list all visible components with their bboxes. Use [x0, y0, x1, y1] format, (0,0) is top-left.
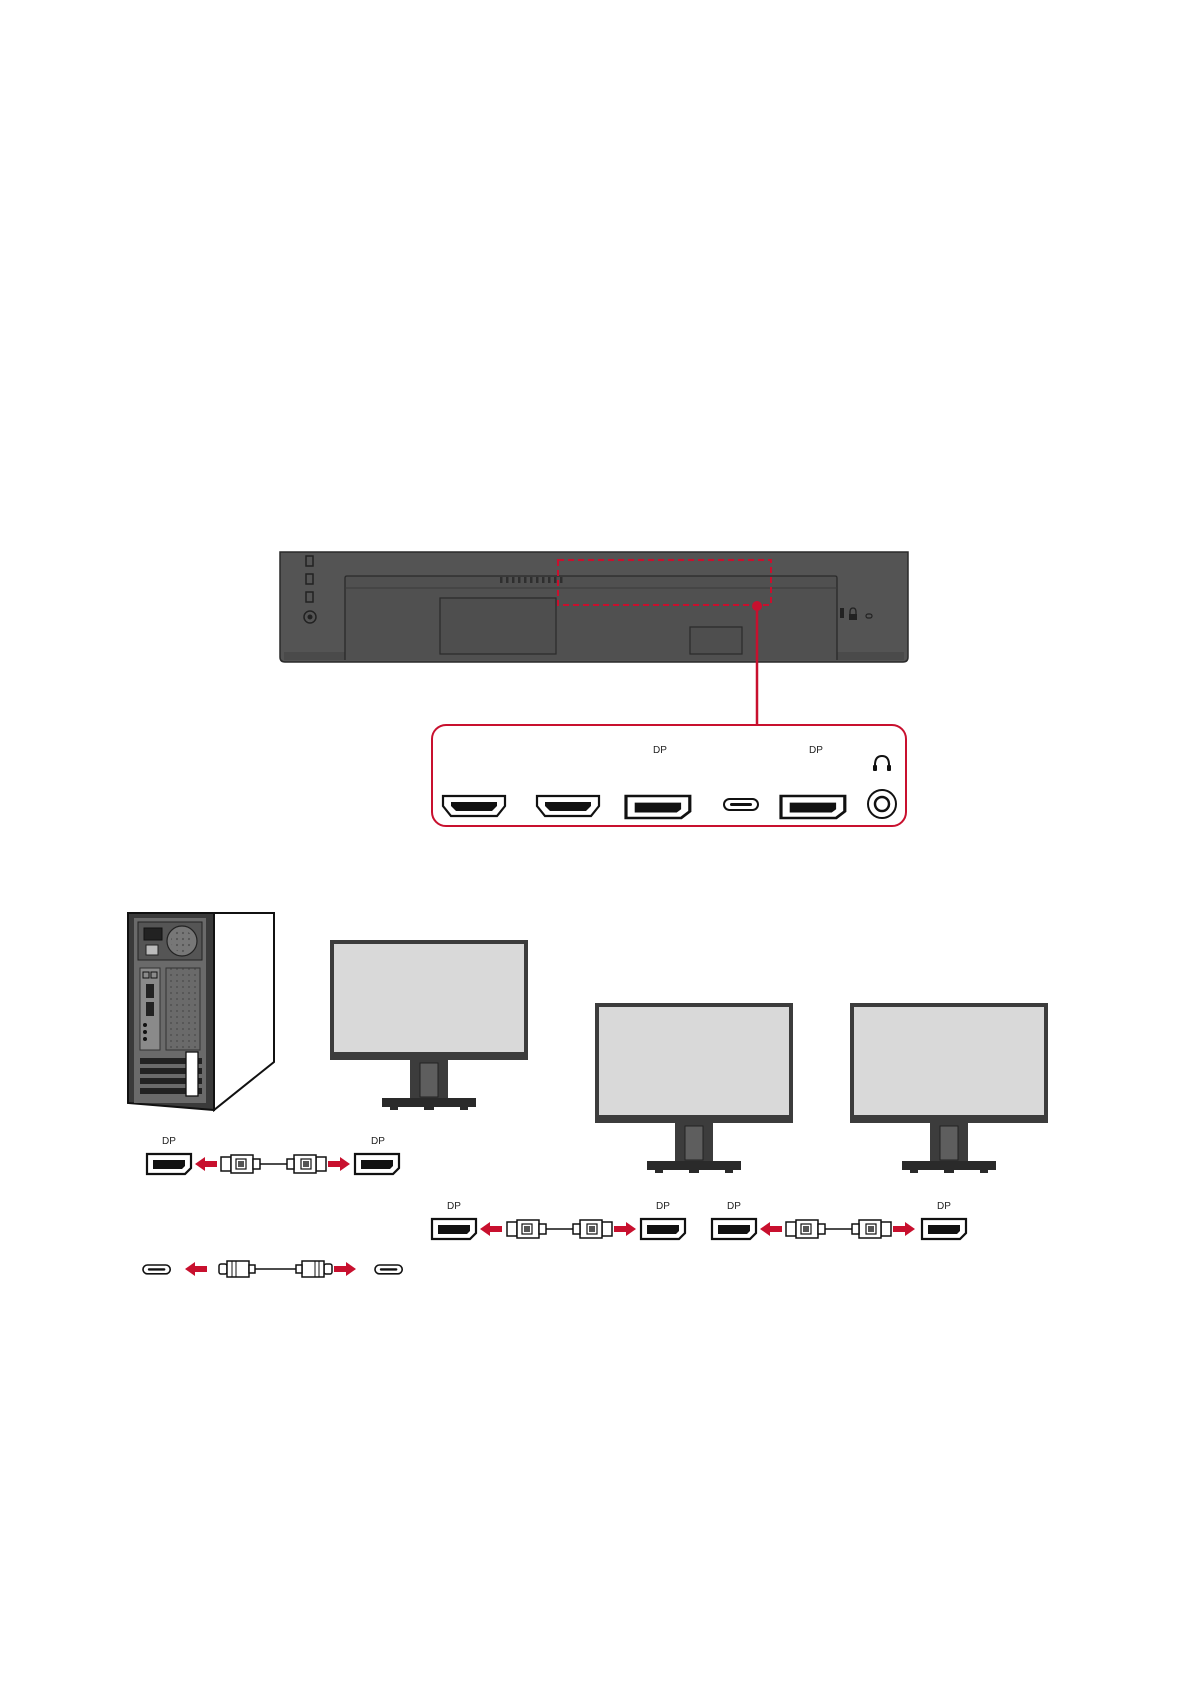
monitor-1-dp-out-label: DP	[447, 1202, 461, 1212]
arrow-right-icon	[614, 1222, 636, 1236]
arrow-left-icon	[185, 1262, 207, 1276]
computer-tower	[128, 913, 274, 1110]
usb-c-plug-right	[296, 1261, 332, 1277]
arrow-right-icon	[334, 1262, 356, 1276]
monitor-dp-in-port	[922, 1219, 966, 1239]
dp-plug-left	[507, 1220, 546, 1238]
pc-dp-port	[147, 1154, 191, 1174]
arrow-left-icon	[480, 1222, 502, 1236]
dp-plug-right	[287, 1155, 326, 1173]
monitor-2	[595, 1003, 793, 1173]
monitor-2-dp-in-label: DP	[656, 1202, 670, 1212]
arrow-left-icon	[760, 1222, 782, 1236]
arrow-right-icon	[328, 1157, 350, 1171]
port-panel-dp-in-label: DP	[653, 746, 667, 756]
usb-c-plug-left	[219, 1261, 255, 1277]
dp-plug-left	[221, 1155, 260, 1173]
displayport-in-port	[626, 796, 690, 818]
dp-plug-right	[852, 1220, 891, 1238]
hdmi-2-port	[537, 796, 599, 816]
usb-c-port	[724, 799, 758, 810]
hdmi-1-port	[443, 796, 505, 816]
monitor-1-dp-label: DP	[371, 1137, 385, 1147]
daisy-chain-connection-1	[432, 1219, 685, 1239]
pc-dp-label: DP	[162, 1137, 176, 1147]
monitor-usb-c-port	[375, 1265, 402, 1274]
displayport-out-port	[781, 796, 845, 818]
dp-plug-left	[786, 1220, 825, 1238]
arrow-left-icon	[195, 1157, 217, 1171]
arrow-right-icon	[893, 1222, 915, 1236]
dp-plug-right	[573, 1220, 612, 1238]
monitor-dp-out-port	[432, 1219, 476, 1239]
monitor-dp-in-port	[355, 1154, 399, 1174]
usb-c-connection	[143, 1261, 402, 1277]
monitor-dp-in-port	[641, 1219, 685, 1239]
callout-dot	[752, 601, 762, 611]
daisy-chain-connection-2	[712, 1219, 966, 1239]
monitor-dp-out-port	[712, 1219, 756, 1239]
monitor-2-dp-out-label: DP	[727, 1202, 741, 1212]
port-panel-dp-out-label: DP	[809, 746, 823, 756]
monitor-3	[850, 1003, 1048, 1173]
port-panel	[432, 725, 906, 826]
monitor-3-dp-in-label: DP	[937, 1202, 951, 1212]
monitor-1	[330, 940, 528, 1110]
pc-usb-c-port	[143, 1265, 170, 1274]
monitor-rear-view	[280, 552, 908, 662]
headphone-jack	[868, 790, 896, 818]
pc-dp-connection	[147, 1154, 399, 1174]
